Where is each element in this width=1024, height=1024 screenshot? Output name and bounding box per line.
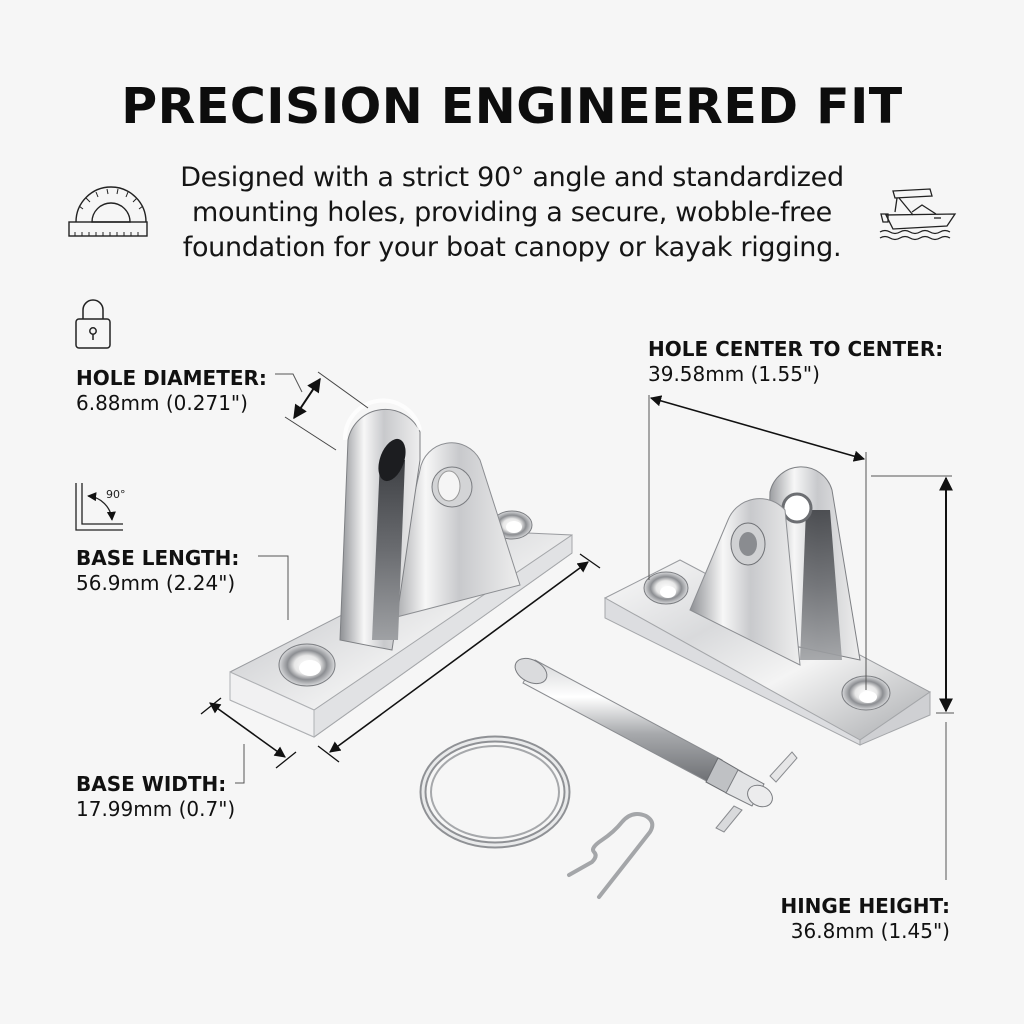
- spec-base-width: BASE WIDTH: 17.99mm (0.7"): [76, 772, 235, 822]
- spec-hole-center-value: 39.58mm (1.55"): [648, 362, 820, 386]
- spec-hinge-height-label: HINGE HEIGHT:: [780, 894, 950, 918]
- spec-base-length-label: BASE LENGTH:: [76, 546, 240, 570]
- split-ring: [419, 735, 571, 849]
- spec-hole-diameter-value: 6.88mm (0.271"): [76, 391, 248, 415]
- svg-text:90°: 90°: [106, 488, 126, 501]
- spec-hole-diameter: HOLE DIAMETER: 6.88mm (0.271"): [76, 366, 267, 416]
- deck-hinge-right: [603, 466, 931, 746]
- subtitle: Designed with a strict 90° angle and sta…: [140, 160, 884, 265]
- subtitle-line-3: foundation for your boat canopy or kayak…: [182, 232, 842, 263]
- dimension-lines: [200, 371, 954, 880]
- padlock-icon: [75, 299, 111, 349]
- spec-hole-diameter-label: HOLE DIAMETER:: [76, 366, 267, 390]
- spec-hole-center-label: HOLE CENTER TO CENTER:: [648, 337, 944, 361]
- deck-hinge-left: [229, 398, 573, 738]
- spec-hole-center: HOLE CENTER TO CENTER: 39.58mm (1.55"): [648, 337, 943, 387]
- right-angle-90-icon: 90°: [75, 483, 126, 531]
- spec-base-width-label: BASE WIDTH:: [76, 772, 227, 796]
- subtitle-line-1: Designed with a strict 90° angle and sta…: [180, 162, 844, 193]
- spec-hinge-height: HINGE HEIGHT: 36.8mm (1.45"): [780, 894, 950, 944]
- page-title: PRECISION ENGINEERED FIT: [121, 78, 903, 135]
- boat-icon: [879, 188, 957, 241]
- spec-hinge-height-value: 36.8mm (1.45"): [790, 919, 950, 943]
- spec-base-width-value: 17.99mm (0.7"): [76, 797, 236, 821]
- spec-base-length-value: 56.9mm (2.24"): [76, 571, 236, 595]
- spec-base-length: BASE LENGTH: 56.9mm (2.24"): [76, 546, 239, 596]
- protractor-icon: [68, 186, 148, 237]
- subtitle-line-2: mounting holes, providing a secure, wobb…: [192, 197, 832, 228]
- cotter-clip: [567, 812, 655, 899]
